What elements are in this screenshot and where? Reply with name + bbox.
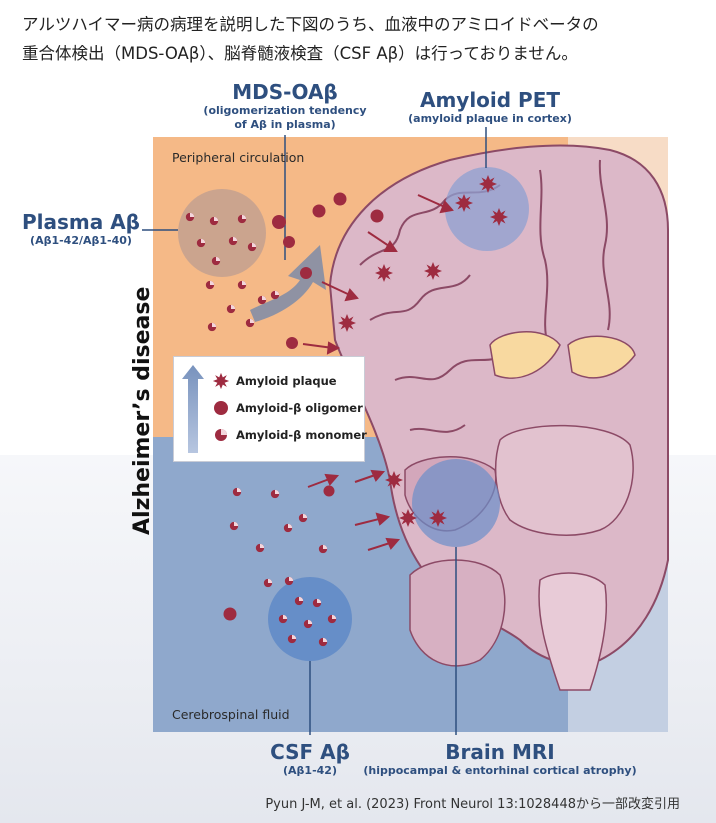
brain-thalamus (494, 424, 634, 536)
csf-ab-title: CSF Aβ (270, 740, 350, 764)
mds-oab-sub-2: of Aβ in plasma) (234, 118, 336, 131)
amyloid-pet-title: Amyloid PET (419, 88, 561, 112)
cerebrospinal-fluid-label: Cerebrospinal fluid (172, 707, 290, 722)
mds-oab-sub-1: (oligomerization tendency (203, 104, 367, 117)
brain-mri-circle (412, 459, 500, 547)
brain-stem (538, 572, 608, 691)
amyloid-pet-label: Amyloid PET (amyloid plaque in cortex) (390, 88, 590, 126)
plasma-ab-label: Plasma Aβ (Aβ1-42/Aβ1-40) (20, 210, 142, 248)
progression-arrow-icon (182, 365, 204, 453)
peripheral-circulation-label: Peripheral circulation (172, 150, 305, 165)
diffusion-arrows (302, 194, 454, 551)
brain-ventricle-left (489, 331, 561, 379)
oligomer-icon (214, 401, 228, 415)
csf-ab-label: CSF Aβ (Aβ1-42) (250, 740, 370, 778)
legend-monomer-label: Amyloid-β monomer (236, 428, 367, 442)
caption-line-1: アルツハイマー病の病理を説明した下図のうち、血液中のアミロイドベータの (22, 15, 599, 34)
brain-mri-title: Brain MRI (445, 740, 555, 764)
citation: Pyun J-M, et al. (2023) Front Neurol 13:… (265, 797, 680, 812)
mds-oab-title: MDS-OAβ (232, 80, 338, 104)
mds-oab-label: MDS-OAβ (oligomerization tendency of Aβ … (190, 80, 380, 132)
monomer-icon (215, 429, 227, 441)
plasma-ab-sub: (Aβ1-42/Aβ1-40) (30, 234, 132, 247)
brain-mri-sub: (hippocampal & entorhinal cortical atrop… (363, 764, 637, 777)
caption-line-2: 重合体検出（MDS-OAβ）、脳脊髄液検査（CSF Aβ）は行っておりません。 (22, 44, 578, 63)
legend: Amyloid plaque Amyloid-β oligomer Amyloi… (173, 356, 367, 462)
plasma-ab-title: Plasma Aβ (21, 210, 140, 234)
amyloid-pet-sub: (amyloid plaque in cortex) (408, 112, 572, 125)
brain-ventricle-right (567, 335, 636, 379)
oligomerization-arrow (250, 245, 326, 322)
csf-ab-sub: (Aβ1-42) (283, 764, 337, 777)
alzheimers-disease-title: Alzheimer’s disease (130, 286, 155, 535)
amyloid-pet-circle (445, 167, 529, 251)
plasma-circle (178, 189, 266, 277)
legend-plaque-label: Amyloid plaque (236, 374, 337, 388)
brain-mri-label: Brain MRI (hippocampal & entorhinal cort… (340, 740, 660, 778)
caption: アルツハイマー病の病理を説明した下図のうち、血液中のアミロイドベータの 重合体検… (22, 10, 702, 68)
brain-cerebellum (409, 559, 506, 667)
plaque-icon (212, 372, 230, 390)
legend-oligomer-label: Amyloid-β oligomer (236, 401, 363, 415)
brain-gyri (359, 159, 611, 433)
